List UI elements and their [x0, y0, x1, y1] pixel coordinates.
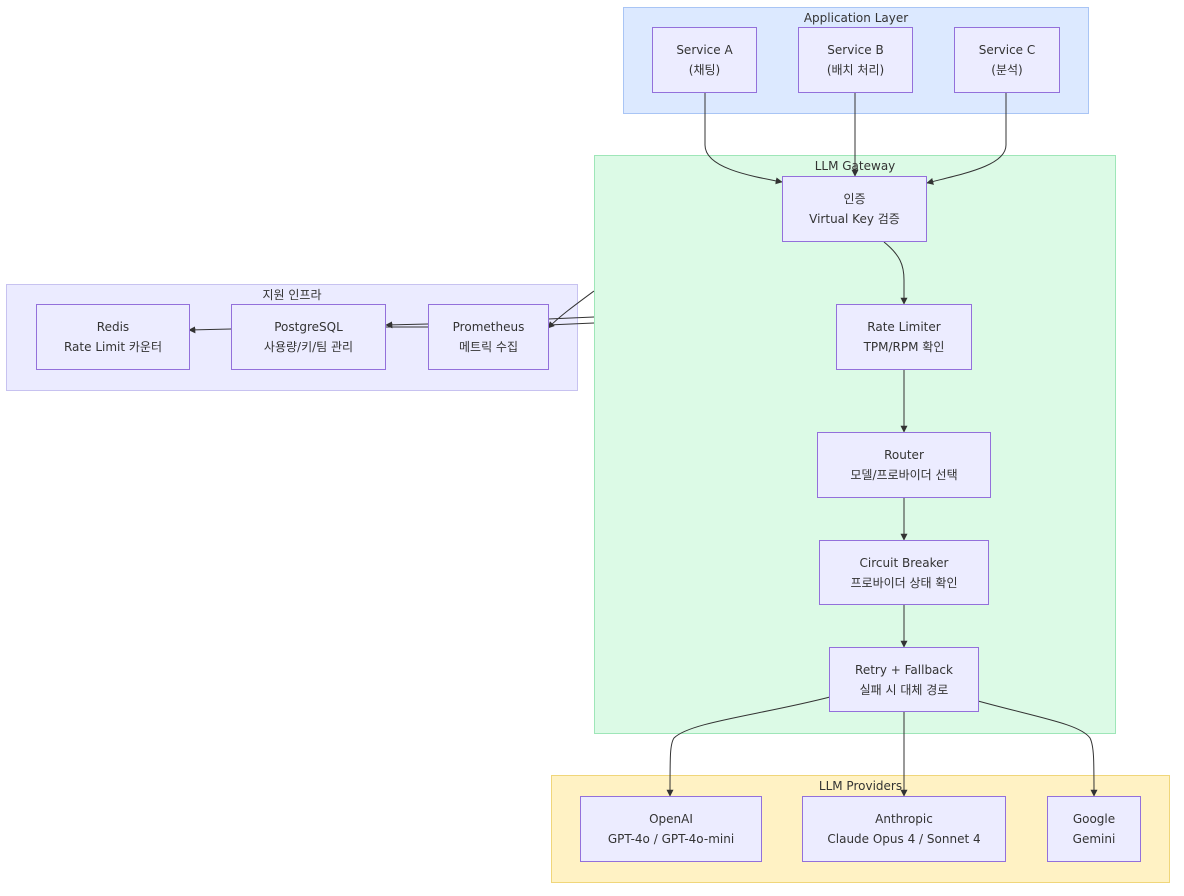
node-prometheus: Prometheus 메트릭 수집	[428, 304, 549, 370]
node-service-b-title: Service B	[827, 43, 884, 57]
node-prometheus-subtitle: 메트릭 수집	[458, 340, 518, 354]
cluster-support-infra-title: 지원 인프라	[262, 288, 322, 302]
node-anthropic-title: Anthropic	[875, 812, 933, 826]
cluster-llm-gateway-title: LLM Gateway	[814, 159, 896, 173]
node-postgresql-subtitle: 사용량/키/팀 관리	[263, 340, 354, 354]
node-openai-title: OpenAI	[649, 812, 693, 826]
node-rate-limiter-title: Rate Limiter	[867, 320, 941, 334]
node-service-b-subtitle: (배치 처리)	[826, 63, 885, 77]
cluster-application-layer-title: Application Layer	[803, 11, 909, 25]
node-google-title: Google	[1072, 812, 1116, 826]
node-anthropic: Anthropic Claude Opus 4 / Sonnet 4	[802, 796, 1006, 862]
node-service-a: Service A (채팅)	[652, 27, 757, 93]
node-circuit-breaker: Circuit Breaker 프로바이더 상태 확인	[819, 540, 989, 605]
node-google-subtitle: Gemini	[1072, 832, 1116, 846]
node-router: Router 모델/프로바이더 선택	[817, 432, 991, 498]
node-postgresql-title: PostgreSQL	[274, 320, 343, 334]
node-auth: 인증 Virtual Key 검증	[782, 176, 927, 242]
cluster-llm-providers-title: LLM Providers	[818, 779, 903, 793]
node-retry-fallback: Retry + Fallback 실패 시 대체 경로	[829, 647, 979, 712]
node-auth-subtitle: Virtual Key 검증	[809, 212, 900, 226]
node-openai: OpenAI GPT-4o / GPT-4o-mini	[580, 796, 762, 862]
node-anthropic-subtitle: Claude Opus 4 / Sonnet 4	[827, 832, 981, 846]
node-service-b: Service B (배치 처리)	[798, 27, 913, 93]
node-rate-limiter-subtitle: TPM/RPM 확인	[863, 340, 945, 354]
node-auth-title: 인증	[843, 192, 866, 206]
node-circuit-breaker-title: Circuit Breaker	[859, 555, 949, 570]
node-redis: Redis Rate Limit 카운터	[36, 304, 190, 370]
node-prometheus-title: Prometheus	[452, 320, 525, 334]
node-retry-fallback-title: Retry + Fallback	[855, 662, 953, 677]
node-redis-title: Redis	[96, 320, 130, 334]
node-openai-subtitle: GPT-4o / GPT-4o-mini	[607, 832, 735, 846]
node-google: Google Gemini	[1047, 796, 1141, 862]
node-service-a-title: Service A	[676, 43, 733, 57]
node-retry-fallback-subtitle: 실패 시 대체 경로	[859, 682, 949, 697]
node-redis-subtitle: Rate Limit 카운터	[63, 340, 162, 354]
node-postgresql: PostgreSQL 사용량/키/팀 관리	[231, 304, 386, 370]
node-service-c: Service C (분석)	[954, 27, 1060, 93]
node-service-c-subtitle: (분석)	[991, 63, 1023, 77]
node-rate-limiter: Rate Limiter TPM/RPM 확인	[836, 304, 972, 370]
node-circuit-breaker-subtitle: 프로바이더 상태 확인	[850, 575, 958, 590]
node-router-subtitle: 모델/프로바이더 선택	[850, 468, 958, 482]
cluster-llm-gateway: LLM Gateway	[594, 155, 1116, 734]
node-router-title: Router	[884, 448, 924, 462]
node-service-a-subtitle: (채팅)	[688, 63, 721, 77]
node-service-c-title: Service C	[978, 43, 1036, 57]
